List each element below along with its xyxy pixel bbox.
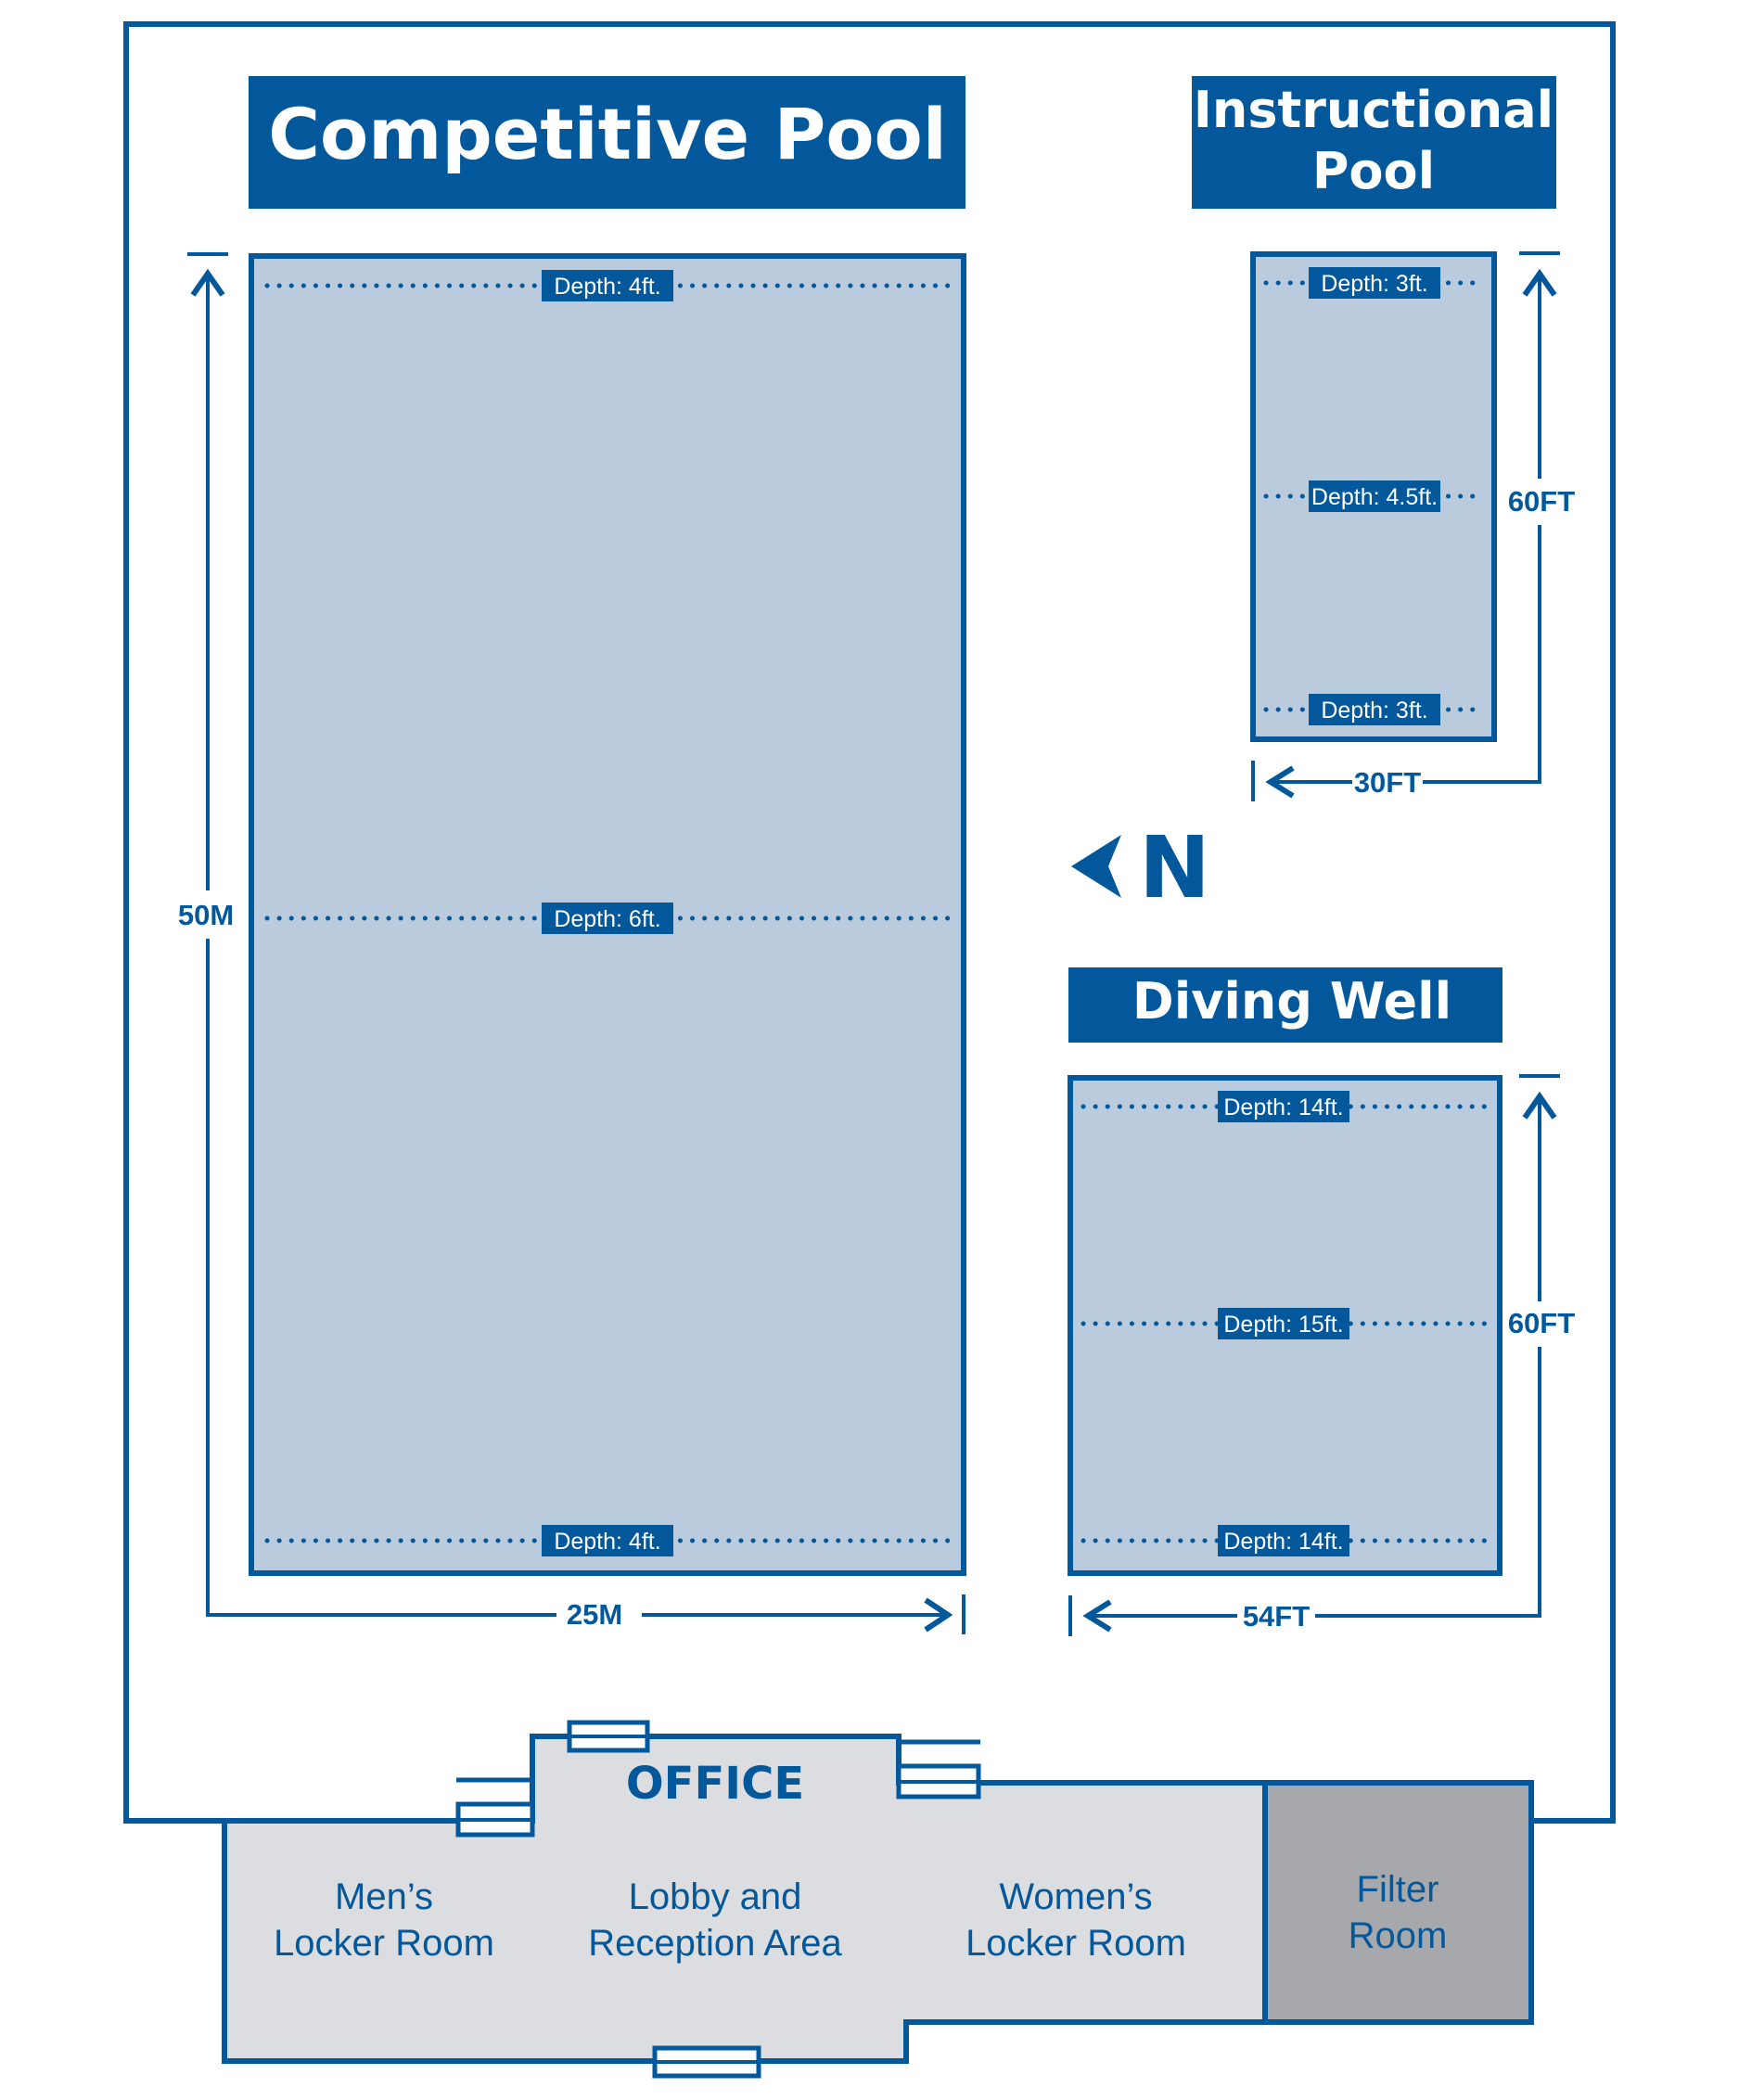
north-label: N xyxy=(1139,818,1210,917)
competitive-width-label: 25M xyxy=(567,1598,622,1631)
instructional-pool-section: Instructional Pool Depth: 3ft. Depth: 4.… xyxy=(1192,76,1575,801)
instructional-pool-title-box xyxy=(1192,76,1556,209)
instructional-width-arrow-icon xyxy=(1265,765,1295,799)
womens-locker-room-label-line2: Locker Room xyxy=(965,1923,1186,1964)
filter-room-label-line1: Filter xyxy=(1357,1869,1439,1910)
filter-room-label-line2: Room xyxy=(1349,1915,1448,1956)
mens-locker-room-label-line2: Locker Room xyxy=(274,1923,494,1964)
instructional-length-arrow-icon xyxy=(1522,268,1557,297)
diving-length-arrow-icon xyxy=(1522,1091,1557,1120)
competitive-pool-title-box xyxy=(249,76,965,209)
competitive-pool-section: Competitive Pool Depth: 4ft. Depth: 6ft.… xyxy=(178,76,966,1634)
lobby-label-line2: Reception Area xyxy=(588,1923,842,1964)
instructional-depth-label-top: Depth: 3ft. xyxy=(1321,271,1427,297)
north-arrow-icon xyxy=(1071,835,1121,898)
instructional-depth-badge-top xyxy=(1309,267,1440,299)
office-label: OFFICE xyxy=(626,1758,804,1810)
competitive-length-label: 50M xyxy=(178,899,234,931)
competitive-depth-badge-bottom xyxy=(542,1525,673,1556)
mens-locker-room-label-line1: Men’s xyxy=(335,1876,433,1917)
instructional-depth-label-middle: Depth: 4.5ft. xyxy=(1311,484,1438,510)
instructional-depth-badge-bottom xyxy=(1309,694,1440,725)
diving-depth-badge-middle xyxy=(1218,1308,1349,1339)
competitive-pool-title: Competitive Pool xyxy=(268,93,947,175)
diving-length-label: 60FT xyxy=(1508,1307,1575,1339)
diving-width-label: 54FT xyxy=(1243,1600,1310,1633)
instructional-pool-title-line2: Pool xyxy=(1312,142,1435,200)
womens-locker-room-label-line1: Women’s xyxy=(999,1876,1152,1917)
filter-room xyxy=(1262,1780,1534,2025)
competitive-depth-label-middle: Depth: 6ft. xyxy=(554,906,660,932)
instructional-width-label: 30FT xyxy=(1354,766,1421,799)
diving-depth-badge-bottom xyxy=(1218,1525,1349,1556)
diving-depth-label-middle: Depth: 15ft. xyxy=(1223,1312,1343,1338)
diving-depth-label-bottom: Depth: 14ft. xyxy=(1223,1529,1343,1555)
support-building: OFFICE Men’s Locker Room Lobby and Recep… xyxy=(222,1720,1534,2079)
diving-well-section: Diving Well Depth: 14ft. Depth: 15ft. De… xyxy=(1068,967,1575,1636)
instructional-depth-label-bottom: Depth: 3ft. xyxy=(1321,698,1427,723)
instructional-length-label: 60FT xyxy=(1508,485,1575,518)
diving-well-title-box xyxy=(1068,967,1502,1043)
competitive-depth-label-top: Depth: 4ft. xyxy=(554,274,660,300)
instructional-pool-title-line1: Instructional xyxy=(1194,81,1554,139)
diving-well-title: Diving Well xyxy=(1132,972,1451,1031)
lobby-label-line1: Lobby and xyxy=(629,1876,802,1917)
diving-depth-badge-top xyxy=(1218,1091,1349,1122)
instructional-depth-badge-middle xyxy=(1309,480,1440,512)
diving-depth-label-top: Depth: 14ft. xyxy=(1223,1095,1343,1120)
competitive-length-arrow-icon xyxy=(190,268,225,297)
north-compass: N xyxy=(1071,818,1210,917)
competitive-width-arrow-icon xyxy=(924,1597,953,1633)
diving-width-arrow-icon xyxy=(1082,1599,1112,1633)
competitive-depth-label-bottom: Depth: 4ft. xyxy=(554,1529,660,1555)
competitive-depth-badge-middle xyxy=(542,903,673,934)
competitive-depth-badge-top xyxy=(542,270,673,301)
